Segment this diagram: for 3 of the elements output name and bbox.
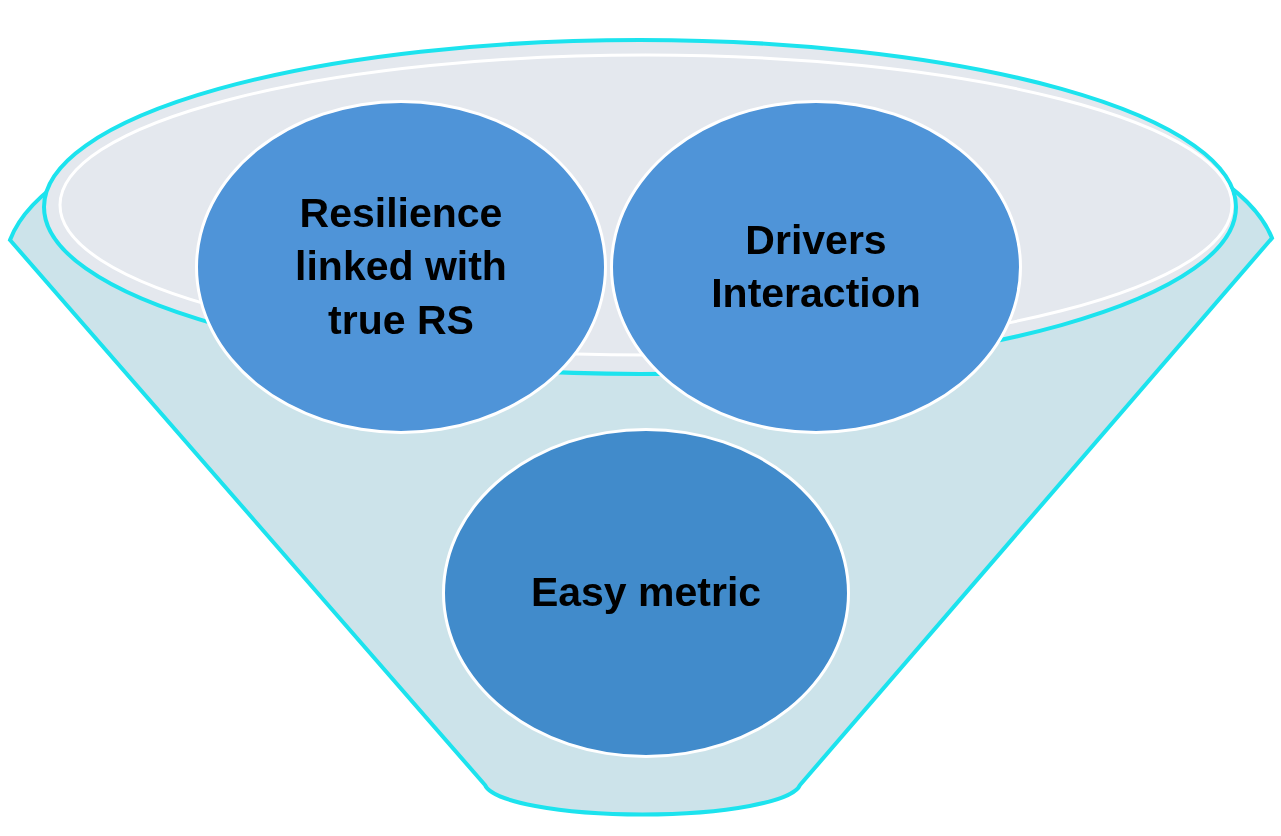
circle-label: Resilience linked with true RS	[294, 189, 508, 345]
circle-label: Easy metric	[530, 568, 762, 618]
circle-label: Drivers Interaction	[710, 215, 922, 318]
